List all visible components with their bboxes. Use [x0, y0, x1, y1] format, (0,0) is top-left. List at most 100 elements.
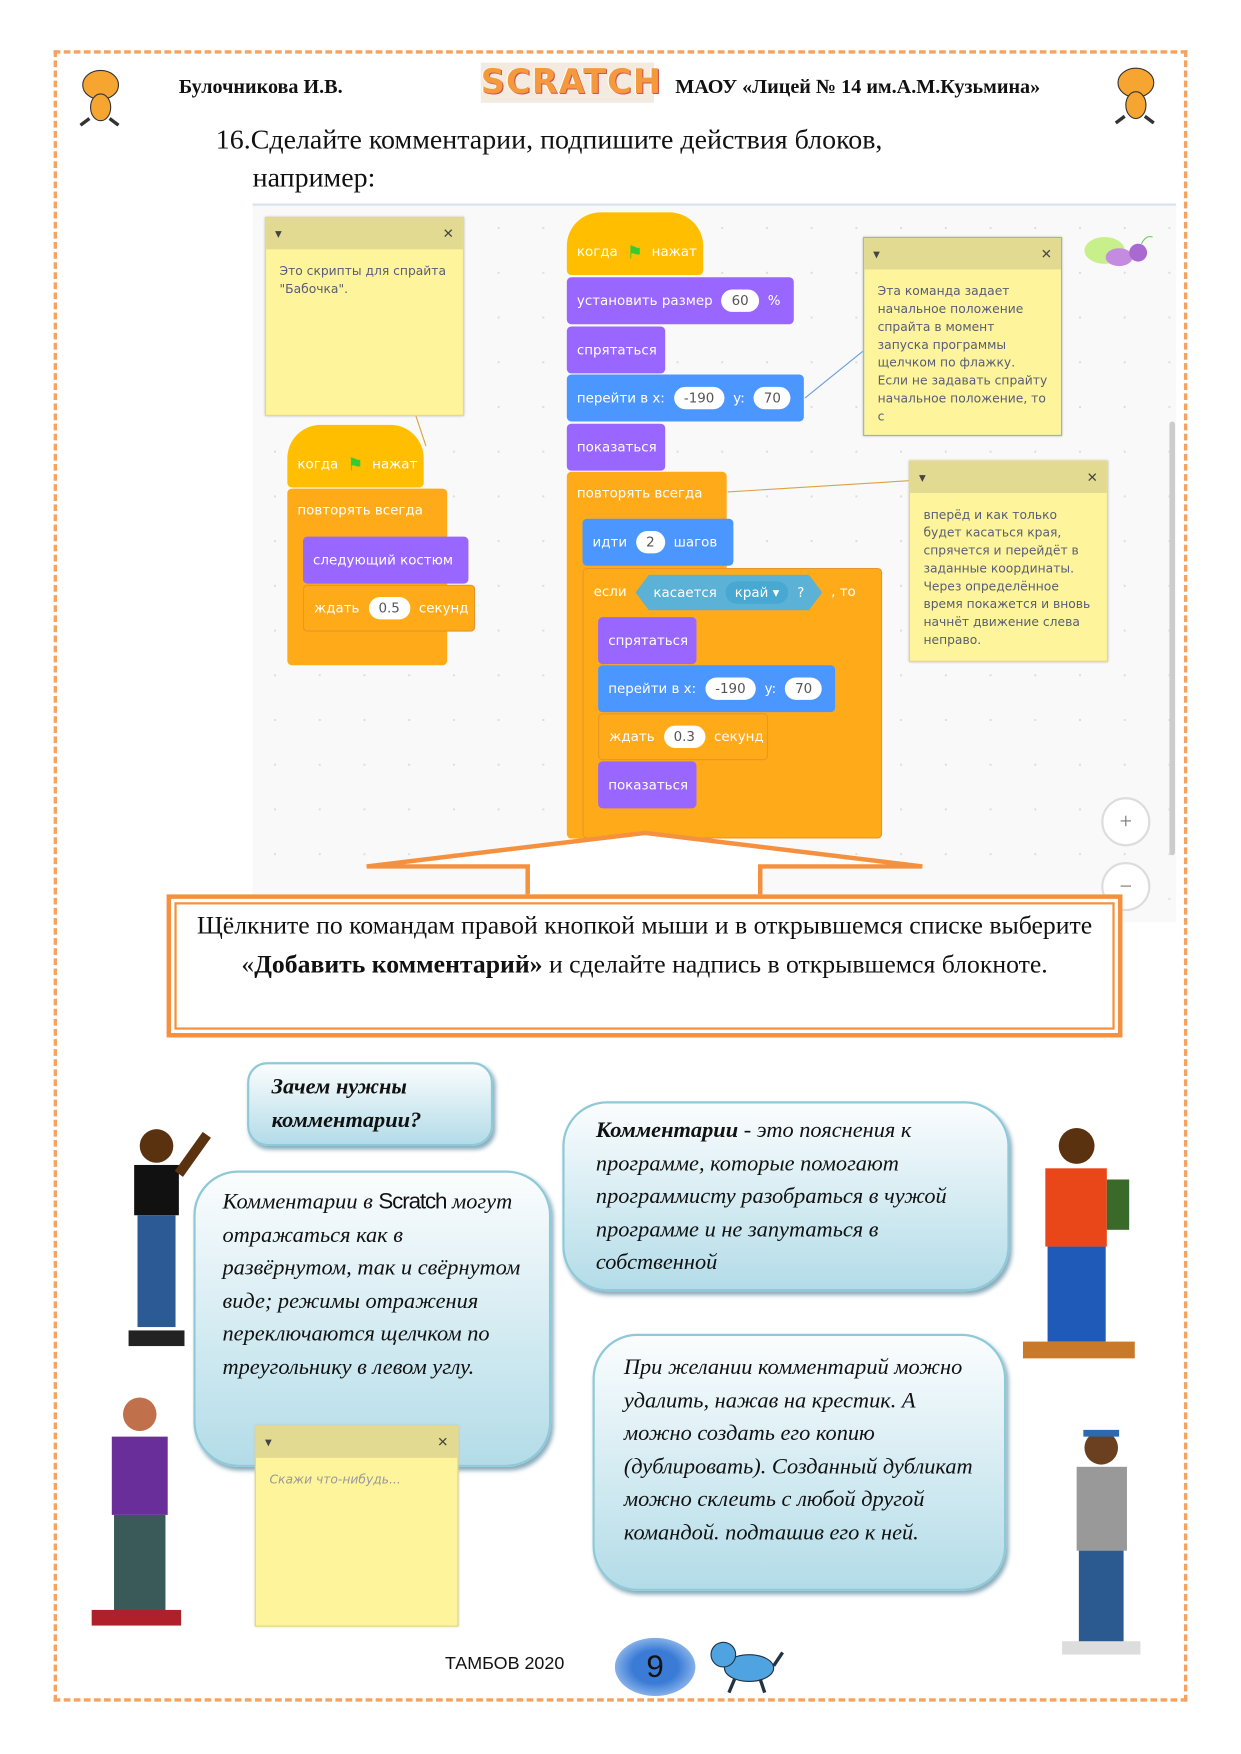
block-label: ? — [797, 584, 805, 601]
page-number: 9 — [614, 1637, 696, 1697]
zoom-in-button[interactable]: + — [1101, 797, 1151, 847]
block-label: когда — [297, 456, 339, 472]
boy-character-3-icon — [1022, 1128, 1135, 1359]
when-flag-clicked-block[interactable]: когда ⚑ нажат — [566, 212, 704, 276]
block-label: повторять всегда — [297, 501, 423, 518]
boy-character-4-icon — [1062, 1429, 1141, 1655]
collapse-triangle-icon[interactable]: ▾ — [918, 469, 926, 486]
edge-dropdown[interactable]: край ▾ — [726, 581, 788, 603]
callout-bold: Добавить комментарий» — [254, 950, 543, 979]
green-flag-icon: ⚑ — [626, 240, 643, 263]
callout-pointer — [366, 830, 923, 899]
wait-input[interactable]: 0.5 — [368, 597, 410, 620]
task-heading: 16.Сделайте комментарии, подпишите дейст… — [216, 125, 883, 156]
block-label: % — [767, 292, 781, 309]
empty-comment-note[interactable]: ▾ ✕ Скажи что-нибудь... — [254, 1425, 459, 1627]
comment-connectors — [414, 350, 909, 493]
collapse-triangle-icon[interactable]: ▾ — [873, 245, 880, 262]
scratch-cat-icon — [1114, 67, 1155, 125]
next-costume-block[interactable]: следующий костюм — [302, 536, 469, 584]
scratch-logo: SCRATCH — [480, 62, 663, 103]
size-input[interactable]: 60 — [721, 289, 759, 312]
callout-text: и сделайте надпись в открывшемся блокнот… — [542, 950, 1048, 979]
callout-text: Щёлкните по командам правой кнопкой мыши… — [196, 911, 1093, 979]
comment-text[interactable]: вперёд и как только будет касаться края,… — [923, 507, 1091, 648]
steps-input[interactable]: 2 — [636, 531, 665, 554]
author-name: Булочникова И.В. — [178, 74, 343, 98]
comment-note[interactable]: ▾ ✕ Это скрипты для спрайта "Бабочка". — [264, 216, 464, 416]
zoom-out-button[interactable]: − — [1101, 861, 1151, 912]
comment-text[interactable]: Это скрипты для спрайта "Бабочка". — [279, 263, 447, 297]
block-label: показаться — [608, 777, 689, 793]
wait-block[interactable]: ждать 0.5 секунд — [302, 584, 476, 632]
comment-placeholder[interactable]: Скажи что-нибудь... — [269, 1472, 401, 1487]
block-label: , то — [831, 583, 856, 600]
page-border — [53, 50, 1188, 1702]
block-label: шагов — [673, 534, 718, 551]
block-label: ждать — [609, 728, 655, 745]
close-icon[interactable]: ✕ — [442, 225, 454, 242]
block-label: нажат — [372, 456, 418, 472]
boy-character-2-icon — [91, 1397, 182, 1626]
y-input[interactable]: 70 — [753, 386, 791, 410]
scratch-workspace[interactable]: ▾ ✕ Это скрипты для спрайта "Бабочка". ко… — [252, 203, 1177, 923]
scratch-cat-icon — [79, 69, 120, 127]
block-label: идти — [592, 534, 628, 551]
wait-input[interactable]: 0.3 — [663, 725, 706, 748]
left-speech-bubble: Комментарии в Scratch могут отражаться к… — [193, 1170, 552, 1467]
go-to-xy-block[interactable]: перейти в x: -190 y: 70 — [566, 374, 804, 422]
school-name: МАОУ «Лицей № 14 им.А.М.Кузьмина» — [675, 74, 1041, 98]
boy-character-1-icon — [128, 1129, 211, 1347]
block-label: повторять всегда — [576, 485, 703, 501]
block-label: секунд — [713, 728, 764, 745]
block-label: спрятаться — [608, 632, 689, 649]
close-icon[interactable]: ✕ — [1040, 245, 1053, 262]
block-label: когда — [576, 243, 618, 260]
close-icon[interactable]: ✕ — [437, 1434, 449, 1451]
block-label: касается — [653, 584, 717, 601]
block-label: секунд — [418, 600, 469, 617]
set-size-block[interactable]: установить размер 60% — [566, 277, 794, 325]
delete-copy-bubble: При желании комментарий можно удалить, н… — [592, 1333, 1007, 1591]
definition-bubble: Комментарии - это пояснения к программе,… — [562, 1101, 1010, 1292]
task-number: 16. — [215, 125, 251, 156]
comment-note[interactable]: ▾ ✕ Эта команда задает начальное положени… — [863, 237, 1063, 437]
task-text: Сделайте комментарии, подпишите действия… — [250, 125, 883, 156]
block-label: спрятаться — [576, 342, 657, 358]
green-flag-icon: ⚑ — [347, 453, 364, 475]
block-label: ждать — [314, 600, 360, 617]
comment-text[interactable]: Эта команда задает начальное положение с… — [877, 283, 1048, 424]
wait-block[interactable]: ждать 0.3 секунд — [598, 713, 769, 761]
x-input[interactable]: -190 — [705, 677, 756, 700]
hide-block[interactable]: спрятаться — [566, 326, 666, 374]
instruction-callout: Щёлкните по командам правой кнопкой мыши… — [166, 894, 1123, 1038]
collapse-triangle-icon[interactable]: ▾ — [264, 1434, 272, 1451]
block-label: y: — [733, 390, 745, 406]
go-to-xy-block[interactable]: перейти в x: -190 y: 70 — [598, 665, 836, 713]
task-text-2: например: — [252, 163, 376, 194]
collapse-triangle-icon[interactable]: ▾ — [275, 225, 282, 242]
block-label: перейти в x: — [608, 680, 697, 697]
x-input[interactable]: -190 — [673, 386, 725, 410]
footer-city-year: ТАМБОВ 2020 — [444, 1654, 565, 1674]
block-label: показаться — [576, 439, 657, 456]
y-input[interactable]: 70 — [785, 677, 823, 700]
block-label: перейти в x: — [576, 390, 665, 406]
dog-icon — [710, 1641, 784, 1694]
workspace-scrollbar[interactable] — [1169, 421, 1176, 856]
touching-edge-condition[interactable]: касается край ▾? — [636, 575, 823, 611]
butterfly-sprite-icon — [1084, 236, 1153, 267]
show-block[interactable]: показаться — [598, 761, 697, 809]
block-label: следующий костюм — [313, 552, 454, 568]
show-block[interactable]: показаться — [566, 423, 666, 471]
hide-block[interactable]: спрятаться — [598, 617, 697, 665]
move-steps-block[interactable]: идти 2 шагов — [582, 518, 734, 566]
block-label: y: — [764, 680, 777, 697]
comment-note[interactable]: ▾ ✕ вперёд и как только будет касаться кр… — [908, 460, 1108, 662]
block-label: установить размер — [576, 292, 713, 309]
block-label: нажат — [651, 243, 697, 260]
block-label: если — [593, 583, 627, 600]
question-bubble: Зачем нужны комментарии? — [247, 1062, 494, 1146]
close-icon[interactable]: ✕ — [1086, 469, 1098, 486]
when-flag-clicked-block[interactable]: когда ⚑ нажат — [287, 424, 424, 488]
